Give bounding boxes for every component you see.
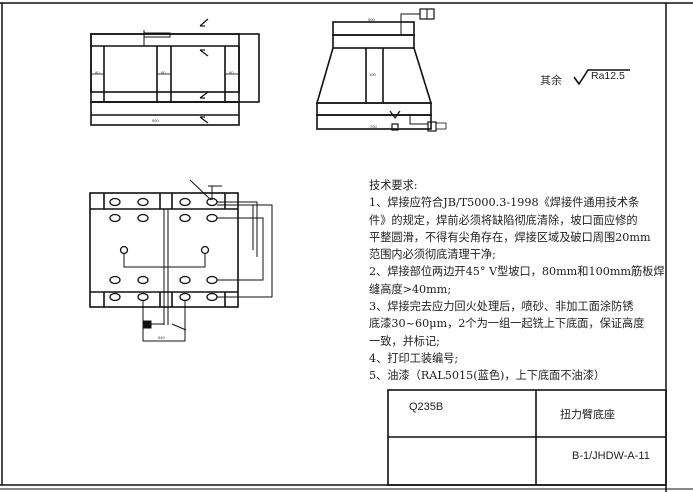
dim-500: 500 — [368, 17, 375, 22]
note-line: 5、油漆（RAL5015(蓝色)，上下底面不油漆） — [369, 369, 606, 383]
dimension-lines — [123, 179, 273, 342]
note-line: 1、焊接应符合JB/T5000.3-1998《焊接件通用技术条 — [369, 196, 640, 210]
front-view — [90, 18, 260, 126]
note-line: 4、打印工装编号; — [369, 351, 459, 365]
title-block — [387, 389, 667, 486]
note-line: 件》的规定，焊前必须将缺陷彻底清除，坡口面应修的 — [369, 213, 638, 227]
note-line: 范围内必须彻底清理干净; — [369, 248, 496, 262]
dim-900: 900 — [152, 118, 159, 123]
material-cell: Q235B — [409, 401, 444, 413]
dim-rib-c: 80 — [229, 70, 234, 75]
plan-view — [89, 179, 273, 342]
dim-540: 540 — [158, 335, 165, 340]
note-line: 3、焊接完去应力回火处理后，喷砂、非加工面涂防锈 — [369, 300, 634, 314]
dim-100: 100 — [369, 72, 376, 77]
drawing-number-cell: B-1/JHDW-A-11 — [572, 450, 650, 462]
note-line: 底漆30~60μm，2个为一组一起铣上下底面，保证高度 — [369, 317, 645, 331]
roughness-value: Ra12.5 — [591, 70, 625, 82]
note-line: 平整圆滑，不得有尖角存在，焊接区域及破口周围20mm — [369, 230, 651, 244]
side-view — [315, 8, 447, 132]
note-line: 2、焊接部位两边开45° V型坡口，80mm和100mm筋板焊 — [369, 265, 665, 279]
roughness-label: 其余 — [540, 73, 562, 87]
part-name-cell: 扭力臂底座 — [560, 408, 615, 421]
note-line: 一致，并标记; — [369, 334, 440, 348]
dim-rib-b: 80 — [161, 70, 166, 75]
note-line: 缝高度>40mm; — [369, 282, 452, 296]
dim-rib-a: 80 — [95, 70, 100, 75]
notes-title: 技术要求: — [369, 179, 418, 192]
weld-symbol-icons — [199, 18, 209, 124]
surface-roughness-icon — [573, 69, 630, 86]
technical-requirements: 技术要求: 1、焊接应符合JB/T5000.3-1998《焊接件通用技术条 件》… — [369, 177, 669, 385]
dim-700: 700 — [370, 124, 377, 129]
